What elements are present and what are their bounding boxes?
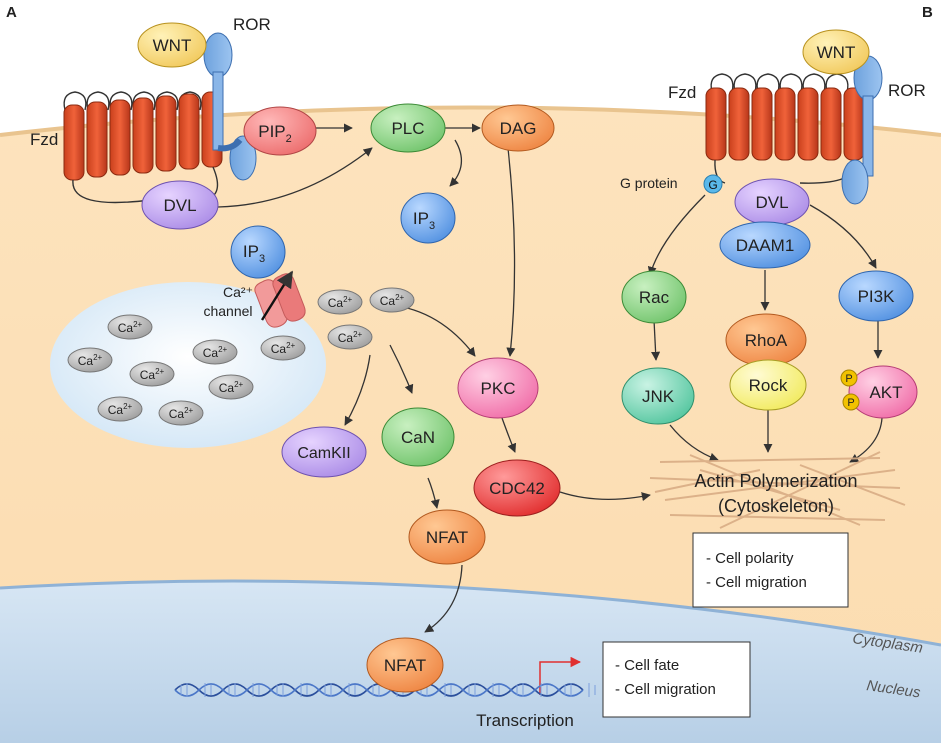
svg-text:Ca2+: Ca2+ xyxy=(219,380,244,395)
pkc-label: PKC xyxy=(481,379,516,398)
svg-text:Ca2+: Ca2+ xyxy=(140,367,165,382)
nfat-node xyxy=(408,509,486,565)
cytoplasm-outcome-line-1: - Cell polarity xyxy=(706,550,794,567)
ror-label-a: ROR xyxy=(233,15,271,34)
dvl-node-a xyxy=(141,180,219,230)
ca-ion: Ca2+ xyxy=(97,396,143,422)
svg-text:Ca2+: Ca2+ xyxy=(380,293,405,308)
camkii-label: CamKII xyxy=(297,445,350,462)
svg-text:Ca2+: Ca2+ xyxy=(118,320,143,335)
ca-ion: Ca2+ xyxy=(107,314,153,340)
plc-label: PLC xyxy=(391,119,424,138)
actin-label-1: Actin Polymerization xyxy=(694,471,857,491)
nfat-nucleus-node xyxy=(366,637,444,693)
transcription-label: Transcription xyxy=(476,711,574,730)
pip2-label: PIP2 xyxy=(258,122,292,145)
wnt-label-b: WNT xyxy=(817,43,856,62)
g-protein-node xyxy=(703,174,723,194)
svg-text:Ca2+: Ca2+ xyxy=(271,341,296,356)
plc-node xyxy=(370,103,446,153)
jnk-label: JNK xyxy=(642,387,675,406)
ca-ion: Ca2+ xyxy=(158,400,204,426)
cdc42-node xyxy=(473,459,561,517)
ip3-er-node xyxy=(230,225,286,279)
phospho-label-1: P xyxy=(845,373,852,385)
ca-ion: Ca2+ xyxy=(129,361,175,387)
wnt-label-a: WNT xyxy=(153,36,192,55)
daam1-node xyxy=(719,221,811,269)
rac-node xyxy=(621,270,687,324)
panel-label-a: A xyxy=(6,4,17,21)
ca-ion: Ca2+ xyxy=(208,374,254,400)
dvl-label-a: DVL xyxy=(163,196,196,215)
ip3-label: IP3 xyxy=(413,209,435,232)
ip3-er-label: IP3 xyxy=(243,242,265,265)
fzd-label-a: Fzd xyxy=(30,130,58,149)
pi3k-node xyxy=(838,270,914,322)
jnk-node xyxy=(621,367,695,425)
wnt-ligand-a xyxy=(137,22,207,68)
ca-ion: Ca2+ xyxy=(67,347,113,373)
calcium-ions: Ca2+ Ca2+ Ca2+ Ca2+ Ca2+ Ca2+ Ca2+ Ca2+ … xyxy=(67,287,415,426)
ip3-node xyxy=(400,192,456,244)
nfat-nucleus-label: NFAT xyxy=(384,656,426,675)
g-protein-label: G protein xyxy=(620,175,678,191)
can-label: CaN xyxy=(401,428,435,447)
wnt-ligand-b xyxy=(802,29,870,75)
dag-label: DAG xyxy=(500,119,537,138)
ca-channel-label-1: Ca²⁺ xyxy=(223,284,253,300)
nucleus-outcome-box xyxy=(602,641,751,718)
ca-ion: Ca2+ xyxy=(260,335,306,361)
fzd-label-b: Fzd xyxy=(668,83,696,102)
g-label: G xyxy=(708,178,717,192)
akt-node xyxy=(848,365,918,419)
ca-ion: Ca2+ xyxy=(369,287,415,313)
pi3k-label: PI3K xyxy=(858,287,896,306)
phospho-label-2: P xyxy=(847,397,854,409)
svg-text:Ca2+: Ca2+ xyxy=(328,295,353,310)
dag-node xyxy=(481,104,555,152)
svg-text:Ca2+: Ca2+ xyxy=(338,330,363,345)
actin-filaments xyxy=(649,451,906,529)
pkc-node xyxy=(457,357,539,419)
svg-text:Ca2+: Ca2+ xyxy=(169,406,194,421)
svg-text:Ca2+: Ca2+ xyxy=(203,345,228,360)
cytoplasm-outcome-box xyxy=(692,532,849,608)
phospho-p-1 xyxy=(840,369,858,387)
rock-node xyxy=(729,359,807,411)
ca-ion: Ca2+ xyxy=(327,324,373,350)
ca-channel-label-2: channel xyxy=(203,303,252,319)
rac-label: Rac xyxy=(639,288,670,307)
panel-label-b: B xyxy=(922,4,933,21)
daam1-label: DAAM1 xyxy=(736,236,795,255)
akt-label: AKT xyxy=(869,383,902,402)
pip2-node xyxy=(243,106,317,156)
transcription-arrow xyxy=(539,656,582,695)
ca-channel xyxy=(254,270,306,328)
cdc42-label: CDC42 xyxy=(489,479,545,498)
dvl-label-b: DVL xyxy=(755,193,788,212)
can-node xyxy=(381,407,455,467)
ror-receptor-b xyxy=(841,55,883,205)
camkii-node xyxy=(281,426,367,478)
nucleus-outcome-line-1: - Cell fate xyxy=(615,657,679,674)
nucleus-outcome-line-2: - Cell migration xyxy=(615,681,716,698)
svg-text:Ca2+: Ca2+ xyxy=(78,353,103,368)
nuclear-membrane xyxy=(0,579,941,647)
rock-label: Rock xyxy=(749,376,788,395)
actin-label-2: (Cytoskeleton) xyxy=(718,496,834,516)
nfat-label: NFAT xyxy=(426,528,468,547)
pathway-arrows-a xyxy=(217,123,651,633)
ca-ion: Ca2+ xyxy=(317,289,363,315)
ror-receptor-a xyxy=(203,32,257,181)
fzd-receptor-b xyxy=(705,73,865,184)
svg-text:Ca2+: Ca2+ xyxy=(108,402,133,417)
rhoa-label: RhoA xyxy=(745,331,788,350)
ca-ion: Ca2+ xyxy=(192,339,238,365)
phospho-p-2 xyxy=(842,393,860,411)
ror-label-b: ROR xyxy=(888,81,926,100)
cytoplasm-outcome-line-2: - Cell migration xyxy=(706,574,807,591)
